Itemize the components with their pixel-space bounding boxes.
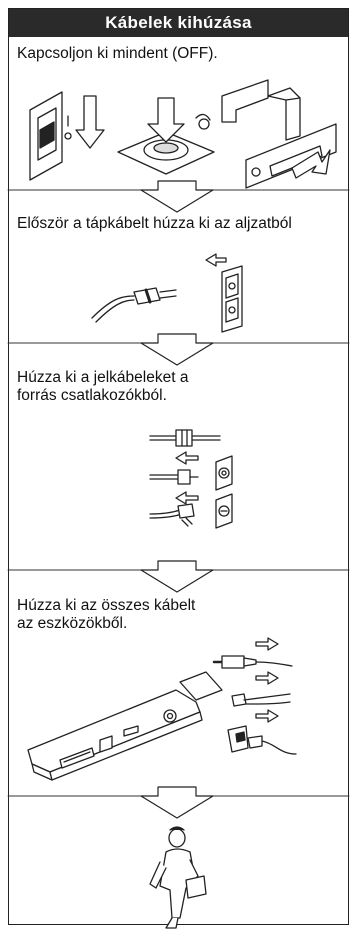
phone-wall-socket-icon xyxy=(215,493,233,529)
wall-outlet-icon xyxy=(221,265,243,333)
step-2-text: Először a tápkábelt húzza ki az aljzatbó… xyxy=(17,215,292,232)
toggle-switch-icon xyxy=(221,79,337,189)
step-arrow-icon xyxy=(140,333,214,366)
step-3-text: Húzza ki a jelkábeleket a forrás csatlak… xyxy=(17,369,189,404)
power-cord-icon xyxy=(91,253,227,323)
person-walking-icon xyxy=(149,826,207,929)
step-arrow-icon xyxy=(140,180,214,213)
power-button-icon xyxy=(117,97,215,175)
step-1-text: Kapcsoljon ki mindent (OFF). xyxy=(17,45,218,62)
arrow-right-icon xyxy=(255,637,279,723)
coax-wall-socket-icon xyxy=(215,455,233,491)
laptop-ports-icon xyxy=(27,671,223,781)
signal-cable-icon xyxy=(149,429,221,447)
step-arrow-icon xyxy=(140,560,214,593)
usb-cable-icon xyxy=(227,725,297,755)
step-arrow-icon xyxy=(140,786,214,819)
audio-cable-icon xyxy=(212,655,293,669)
signal-cable-icon xyxy=(149,503,195,527)
instruction-sheet: Kábelek kihúzása Kapcsoljon ki mindent (… xyxy=(8,8,349,925)
phone-cable-icon xyxy=(231,693,291,707)
signal-cable-icon xyxy=(149,469,199,485)
power-switch-icon xyxy=(29,91,105,181)
arrow-left-icon xyxy=(175,451,199,505)
page-title: Kábelek kihúzása xyxy=(9,9,348,37)
step-4-text: Húzza ki az összes kábelt az eszközökből… xyxy=(17,597,196,632)
